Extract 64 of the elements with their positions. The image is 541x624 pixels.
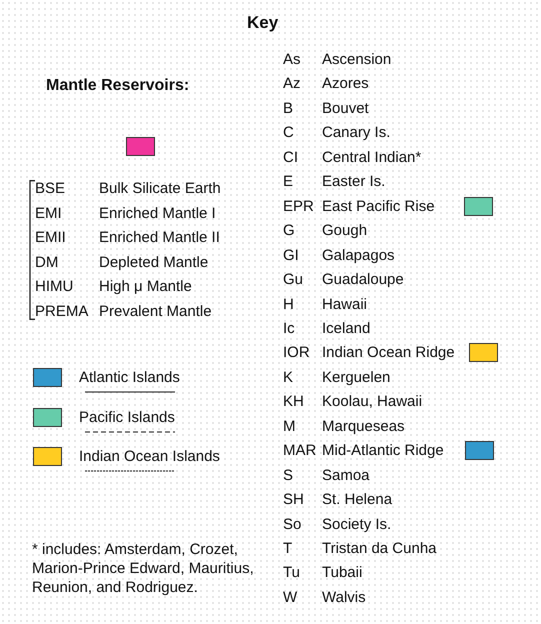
- location-name: Iceland: [322, 320, 370, 337]
- location-name: Ascension: [322, 51, 392, 68]
- abbreviation: K: [283, 368, 294, 386]
- location-name: Walvis: [322, 588, 366, 606]
- abbreviation: EPR: [283, 198, 314, 215]
- abbreviation: Az: [283, 75, 301, 92]
- location-name: Galapagos: [322, 246, 395, 264]
- title: Key: [247, 13, 278, 32]
- abbreviation: M: [283, 418, 296, 435]
- location-name: Tristan da Cunha: [322, 540, 437, 557]
- location-name: Gough: [322, 222, 368, 240]
- legend-label: Indian Ocean Islands: [79, 448, 220, 465]
- abbreviation: T: [283, 540, 292, 557]
- location-name: Central Indian*: [322, 148, 422, 166]
- location-name: Bouvet: [322, 100, 369, 117]
- legend-label: Indian Ocean Ridge: [322, 344, 455, 362]
- location-name: Azores: [322, 75, 369, 92]
- abbreviation: DM: [35, 254, 58, 271]
- location-name: St. Helena: [322, 491, 392, 508]
- abbreviation: H: [283, 296, 294, 312]
- abbreviation: MAR: [283, 442, 316, 460]
- abbreviation: C: [283, 124, 294, 142]
- legend-label: Pacific Islands: [79, 409, 175, 426]
- abbreviation: W: [283, 588, 298, 606]
- reservoir-name: Enriched Mantle I: [99, 204, 216, 222]
- location-name: Kerguelen: [322, 368, 390, 386]
- footnote: * includes: Amsterdam, Crozet, Marion-Prince Edward, Mauritius, Reunion, and Rodriguez.: [32, 540, 255, 597]
- abbreviation: G: [283, 222, 295, 240]
- abbreviation: EMII: [35, 229, 66, 246]
- abbreviation: As: [283, 51, 301, 68]
- abbreviation: IOR: [283, 344, 310, 362]
- section-heading: Mantle Reservoirs:: [46, 77, 190, 95]
- abbreviation: Gu: [283, 271, 304, 288]
- location-name: Society Is.: [322, 516, 392, 533]
- location-name: Tubaii: [322, 564, 362, 582]
- abbreviation: Ic: [283, 320, 295, 337]
- abbreviation: GI: [283, 246, 299, 264]
- abbreviation: HIMU: [35, 278, 74, 296]
- legend-label: Mid-Atlantic Ridge: [322, 442, 444, 460]
- location-name: Guadaloupe: [322, 271, 404, 288]
- abbreviation: EMI: [35, 204, 62, 222]
- location-name: Hawaii: [322, 296, 368, 312]
- location-name: Samoa: [322, 466, 370, 484]
- abbreviation: BSE: [35, 180, 66, 197]
- location-name: Easter Is.: [322, 173, 386, 190]
- reservoir-name: Enriched Mantle II: [99, 229, 220, 246]
- location-name: Canary Is.: [322, 124, 390, 142]
- abbreviation: Tu: [283, 564, 300, 582]
- legend-label: East Pacific Rise: [322, 198, 435, 215]
- reservoir-name: Bulk Silicate Earth: [99, 180, 221, 197]
- location-name: Koolau, Hawaii: [322, 393, 422, 410]
- abbreviation: S: [283, 466, 294, 484]
- legend-label: Atlantic Islands: [79, 369, 180, 386]
- abbreviation: E: [283, 173, 294, 190]
- abbreviation: B: [283, 100, 294, 117]
- location-name: Marqueseas: [322, 418, 405, 435]
- reservoir-name: Prevalent Mantle: [99, 303, 212, 320]
- reservoir-name: Depleted Mantle: [99, 254, 208, 271]
- abbreviation: KH: [283, 393, 304, 410]
- abbreviation: CI: [283, 148, 298, 166]
- abbreviation: SH: [283, 491, 304, 508]
- abbreviation: So: [283, 516, 302, 533]
- abbreviation: PREMA: [35, 303, 88, 320]
- reservoir-name: High μ Mantle: [99, 278, 192, 296]
